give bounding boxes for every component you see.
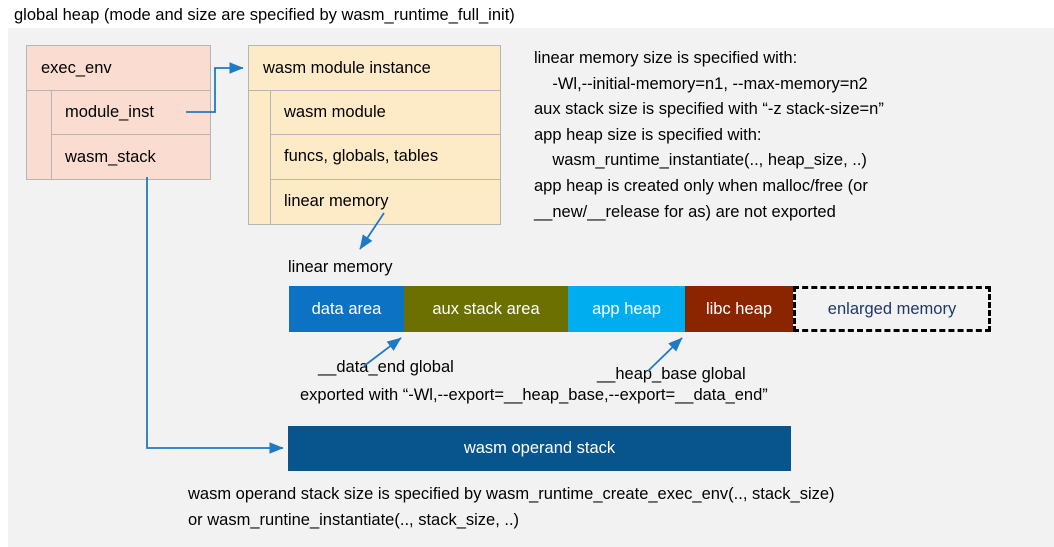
page-title: global heap (mode and size are specified… — [14, 6, 515, 24]
exec-env-rows: module_inst wasm_stack — [52, 91, 210, 179]
module-instance-row-wasm-module: wasm module — [271, 91, 500, 136]
memory-segment-enlarged-memory: enlarged memory — [793, 286, 991, 332]
memory-segment-libc-heap: libc heap — [685, 286, 793, 332]
exec-env-gutter — [27, 91, 52, 179]
linear-memory-bar: data area aux stack area app heap libc h… — [289, 286, 991, 332]
exec-env-box: exec_env module_inst wasm_stack — [26, 45, 211, 180]
module-instance-rows: wasm module funcs, globals, tables linea… — [271, 91, 500, 224]
module-instance-header: wasm module instance — [249, 46, 500, 91]
operand-stack-notes: wasm operand stack size is specified by … — [188, 485, 835, 529]
memory-segment-app-heap: app heap — [568, 286, 685, 332]
linear-memory-notes: linear memory size is specified with: -W… — [534, 49, 884, 221]
module-instance-row-funcs-globals-tables: funcs, globals, tables — [271, 135, 500, 180]
memory-segment-data-area: data area — [289, 286, 404, 332]
annotation-heap-base: __heap_base global — [597, 365, 746, 383]
wasm-operand-stack-bar: wasm operand stack — [288, 426, 791, 471]
module-instance-gutter — [249, 91, 271, 224]
exec-env-row-wasm-stack: wasm_stack — [65, 147, 156, 166]
annotation-data-end: __data_end global — [318, 358, 454, 376]
linear-memory-label: linear memory — [288, 258, 393, 276]
module-instance-row-linear-memory: linear memory — [284, 192, 389, 211]
wasm-module-instance-box: wasm module instance wasm module funcs, … — [248, 45, 501, 225]
exec-env-header: exec_env — [27, 46, 210, 91]
memory-segment-aux-stack-area: aux stack area — [404, 286, 568, 332]
module-instance-body: wasm module funcs, globals, tables linea… — [249, 91, 500, 224]
exec-env-body: module_inst wasm_stack — [27, 91, 210, 179]
annotation-exported: exported with “-Wl,--export=__heap_base,… — [300, 386, 768, 404]
exec-env-row-module-inst: module_inst — [52, 91, 210, 135]
